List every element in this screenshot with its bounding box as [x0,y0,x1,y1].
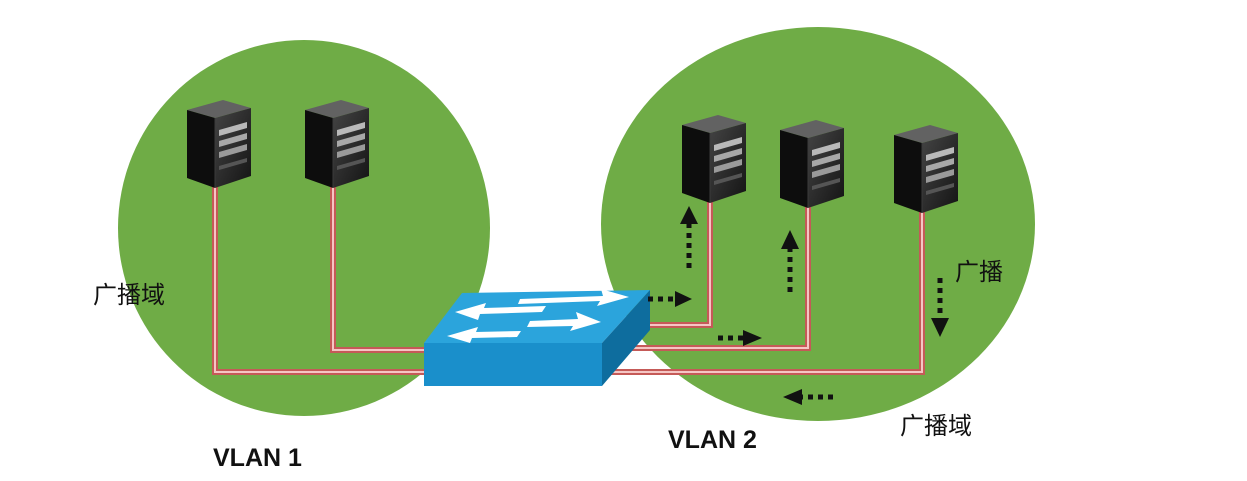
broadcast-label-right: 广播 [955,258,1003,286]
switch-arrow-right-lower-icon [527,312,601,331]
broadcast-domain-label-right: 广播域 [900,412,972,440]
vlan2-label: VLAN 2 [668,426,757,454]
broadcast-arrow-down [931,278,949,337]
switch-front-face [424,343,602,386]
switch-side-face [602,290,650,386]
switch-arrow-left-lower-icon [447,327,521,343]
cable-vlan1-host1 [212,185,430,375]
vlan1-server-2-icon [305,100,369,188]
vlan2-area [601,27,1035,421]
cable-vlan2-host1 [645,200,713,328]
broadcast-arrow-right-2 [718,330,762,346]
broadcast-arrow-up-1 [680,206,698,268]
switch-icon [424,289,650,386]
vlan2-server-3-icon [894,125,958,213]
broadcast-arrow-right-1 [648,291,692,307]
vlan1-label: VLAN 1 [213,444,302,472]
cable-vlan1-host2 [330,185,430,353]
vlan1-server-1-icon [187,100,251,188]
vlan2-server-2-icon [780,120,844,208]
cable-vlan2-host3 [595,210,925,375]
broadcast-arrow-up-2 [781,230,799,292]
cable-vlan2-host2 [595,205,811,351]
switch-arrow-left-upper-icon [455,303,546,320]
switch-top-face [424,290,650,343]
broadcast-domain-label-left: 广播域 [93,281,165,309]
broadcast-arrow-left [783,389,833,405]
vlan2-server-1-icon [682,115,746,203]
switch-arrow-right-upper-icon [518,289,629,306]
